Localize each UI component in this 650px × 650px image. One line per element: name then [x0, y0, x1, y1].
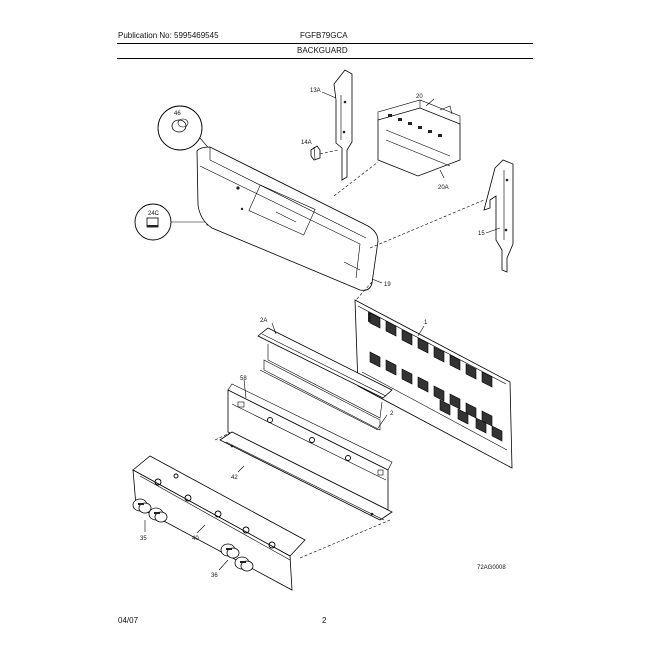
bracket-13a	[321, 69, 353, 181]
label-20: 20	[416, 94, 423, 100]
knob-set-36	[220, 543, 254, 572]
knob-set-35	[132, 498, 168, 523]
footer-date: 04/07	[118, 616, 139, 625]
trim-2a	[257, 327, 393, 419]
backguard-panel-19	[196, 146, 379, 291]
rear-panel-1	[354, 299, 513, 469]
header-rule-top	[117, 43, 533, 44]
callout-46-detail	[157, 105, 241, 186]
label-15: 15	[478, 231, 485, 237]
label-58: 58	[240, 376, 247, 382]
footer-page-number: 2	[322, 616, 327, 625]
label-19: 19	[384, 282, 391, 288]
label-46: 46	[174, 111, 181, 117]
label-2: 2	[390, 411, 394, 417]
label-2a: 2A	[260, 318, 267, 324]
publication-number: Publication No: 5995469545	[118, 31, 219, 40]
model-number: FGFB79GCA	[300, 31, 348, 40]
control-panel-2	[227, 383, 393, 511]
clip-14a	[310, 145, 321, 161]
label-42: 42	[231, 475, 238, 481]
bracket-15	[483, 159, 514, 273]
header-rule-bottom	[117, 58, 533, 59]
control-board-20	[377, 99, 461, 179]
label-1: 1	[424, 320, 428, 326]
manifold-cover-40	[132, 455, 306, 591]
diagram-code: 72AG0008	[477, 565, 506, 571]
label-24c: 24C	[148, 211, 160, 217]
heat-shield	[259, 359, 381, 431]
label-13a: 13A	[310, 88, 321, 94]
label-35: 35	[140, 536, 147, 542]
label-40: 40	[192, 536, 199, 542]
label-36: 36	[211, 573, 218, 579]
label-leaders	[144, 98, 501, 571]
label-20a: 20A	[438, 185, 449, 191]
section-title: BACKGUARD	[297, 46, 348, 55]
support-bar-42	[219, 431, 393, 521]
label-14a: 14A	[301, 140, 312, 146]
leader-lines	[214, 149, 485, 559]
